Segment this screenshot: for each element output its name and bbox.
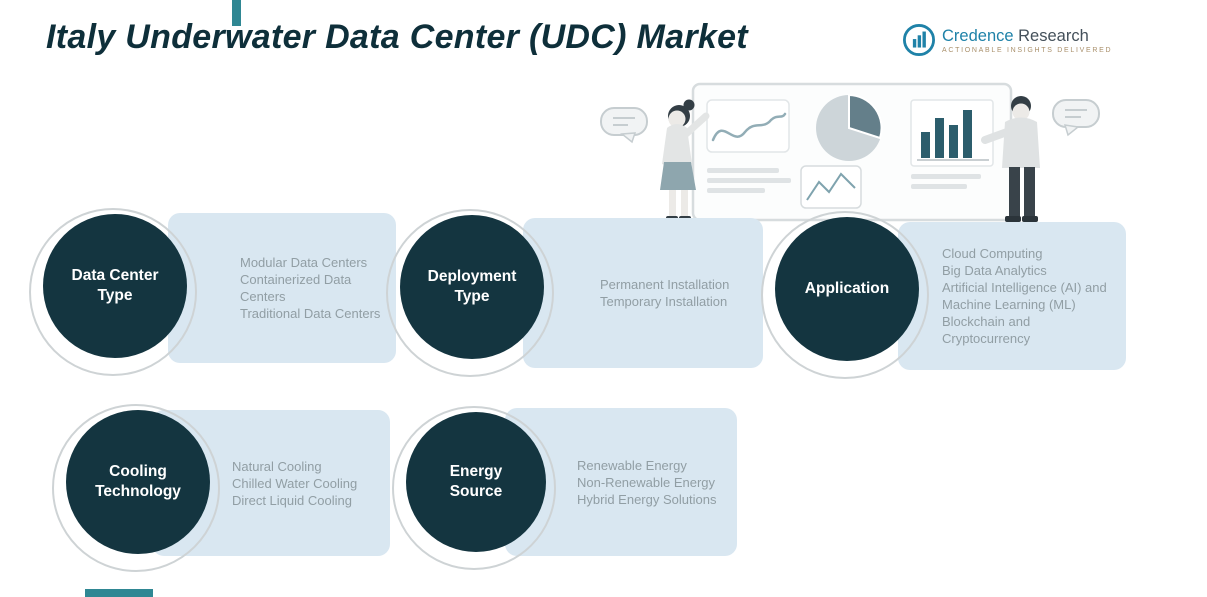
- logo-brand-secondary: Research: [1018, 26, 1089, 45]
- list-item: Artificial Intelligence (AI) and Machine…: [942, 280, 1107, 312]
- segment-label: Cooling Technology: [95, 462, 181, 500]
- accent-bar-bottom: [85, 589, 153, 597]
- list-item: Containerized Data Centers: [240, 272, 352, 304]
- segment-label: Data Center Type: [71, 266, 159, 304]
- list-item: Hybrid Energy Solutions: [577, 491, 717, 507]
- list-item: Cloud Computing: [942, 246, 1043, 261]
- logo-brand-primary: Credence: [942, 26, 1014, 45]
- segment-card: Cloud Computing Big Data Analytics Artif…: [898, 222, 1126, 370]
- speech-bubble-right: [1052, 99, 1100, 137]
- list-item: Temporary Installation: [600, 294, 728, 309]
- pie-slice: [848, 93, 883, 140]
- page-title: Italy Underwater Data Center (UDC) Marke…: [46, 18, 748, 56]
- list-item: Permanent Installation: [600, 277, 730, 292]
- segment-items: Modular Data Centers Containerized Data …: [168, 254, 396, 322]
- segment-items: Permanent Installation Temporary Install…: [523, 276, 763, 310]
- segment-circle: Application: [761, 211, 929, 379]
- segment-circle: Deployment Type: [386, 209, 554, 377]
- segment-label: Deployment Type: [427, 267, 517, 305]
- segment-label: Application: [804, 279, 890, 297]
- trend-panel: [800, 165, 862, 209]
- segment-circle: Data Center Type: [29, 208, 197, 376]
- person-woman: [660, 99, 710, 221]
- list-item: Renewable Energy: [577, 457, 687, 473]
- segment-circle: Energy Source: [392, 406, 556, 570]
- list-item: Natural Cooling: [232, 458, 322, 474]
- segment-card: Modular Data Centers Containerized Data …: [168, 213, 396, 363]
- list-item: Big Data Analytics: [942, 263, 1047, 278]
- list-item: Direct Liquid Cooling: [232, 492, 352, 508]
- credence-logo-icon: [903, 24, 935, 56]
- accent-bar-top: [232, 0, 241, 26]
- analytics-illustration: [600, 82, 1100, 222]
- logo-text: Credence Research Actionable Insights De…: [942, 27, 1112, 54]
- segment-items: Renewable Energy Non-Renewable Energy Hy…: [505, 457, 737, 508]
- line-chart-curve: [711, 112, 787, 142]
- list-item: Chilled Water Cooling: [232, 475, 358, 491]
- credence-logo: Credence Research Actionable Insights De…: [903, 24, 1112, 56]
- list-item: Modular Data Centers: [240, 255, 368, 270]
- person-man: [981, 96, 1040, 222]
- trend-line: [806, 172, 856, 201]
- segment-items: Cloud Computing Big Data Analytics Artif…: [898, 245, 1126, 347]
- segment-circle: Cooling Technology: [52, 404, 220, 572]
- speech-bubble-left: [600, 107, 648, 144]
- logo-tagline: Actionable Insights Delivered: [942, 46, 1113, 54]
- segment-label: Energy Source: [449, 462, 503, 500]
- segment-items: Natural Cooling Chilled Water Cooling Di…: [152, 458, 390, 509]
- list-item: Traditional Data Centers: [240, 306, 381, 321]
- line-chart-panel: [706, 99, 790, 153]
- list-item: Non-Renewable Energy: [577, 474, 716, 490]
- segment-card: Permanent Installation Temporary Install…: [523, 218, 763, 368]
- list-item: Blockchain and Cryptocurrency: [942, 314, 1031, 346]
